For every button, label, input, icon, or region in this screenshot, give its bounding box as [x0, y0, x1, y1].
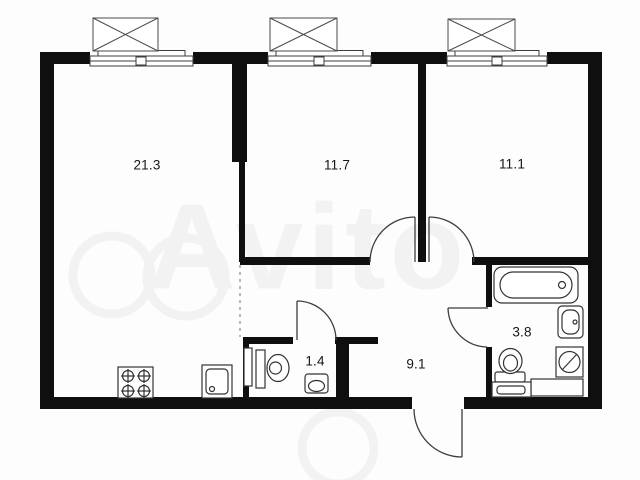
bathtub-icon: [493, 266, 579, 304]
window-1: [89, 50, 194, 67]
room-label-bedroom-2: 11.1: [498, 156, 526, 172]
room-label-living-kitchen: 21.3: [133, 157, 161, 173]
door-wc: [296, 300, 337, 341]
crossbox-2: [269, 17, 338, 52]
crossbox-1: [92, 17, 159, 52]
toilet-2-icon: [494, 347, 526, 383]
wc-sink-icon: [304, 373, 329, 394]
door-bedroom-2: [428, 216, 475, 263]
windows: [89, 50, 548, 67]
bathroom-fixtures: [491, 266, 584, 398]
room-label-hallway: 9.1: [406, 356, 426, 372]
room-label-bedroom-1: 11.7: [323, 157, 351, 173]
window-2: [267, 50, 372, 67]
walls: [40, 52, 602, 409]
room-label-wc: 1.4: [305, 353, 325, 369]
doors: [296, 216, 488, 458]
vanity-icon: [491, 381, 532, 398]
washing-machine-icon: [555, 346, 584, 378]
window-crossbox-icons: [92, 17, 516, 52]
stove-icon: [117, 366, 154, 399]
pipe-shaft: [243, 347, 253, 387]
watermark-rings-icon: [68, 231, 379, 480]
door-bedroom-1: [369, 216, 416, 263]
kitchen-fixtures: [117, 364, 233, 399]
bath-sink-icon: [557, 305, 584, 339]
window-3: [446, 50, 548, 67]
kitchen-sink-icon: [201, 364, 233, 399]
door-entrance: [413, 408, 463, 458]
watermark: Avito: [147, 178, 469, 315]
room-label-bathroom: 3.8: [512, 324, 532, 340]
wc-fixtures: [243, 347, 329, 394]
door-bathroom: [447, 307, 488, 348]
counter: [530, 378, 584, 397]
crossbox-3: [447, 18, 516, 52]
toilet-icon: [255, 349, 290, 389]
